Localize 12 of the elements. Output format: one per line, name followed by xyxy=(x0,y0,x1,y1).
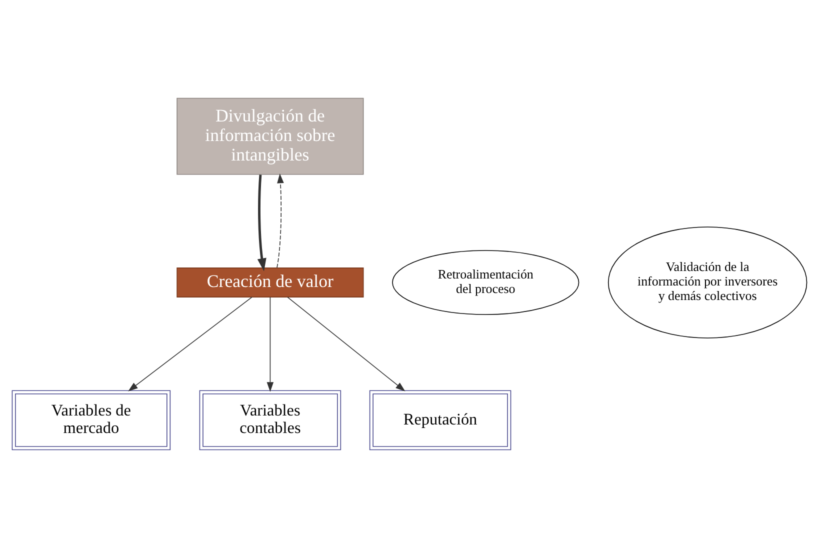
node-box: Variables de mercado xyxy=(12,390,171,450)
arrow xyxy=(276,173,284,268)
arrow xyxy=(266,296,274,392)
node-ellipse: Validación de la información por inversores y demás colectivos xyxy=(608,226,808,338)
node-box: Variables contables xyxy=(199,390,342,450)
node-ellipse: Retroalimentación del proceso xyxy=(392,250,580,314)
arrow xyxy=(128,296,252,391)
node-box: Divulgación de información sobre intangibles xyxy=(176,97,364,174)
arrow xyxy=(257,174,266,271)
node-box: Creación de valor xyxy=(176,267,364,297)
arrow xyxy=(287,296,406,391)
node-box: Reputación xyxy=(369,390,512,450)
